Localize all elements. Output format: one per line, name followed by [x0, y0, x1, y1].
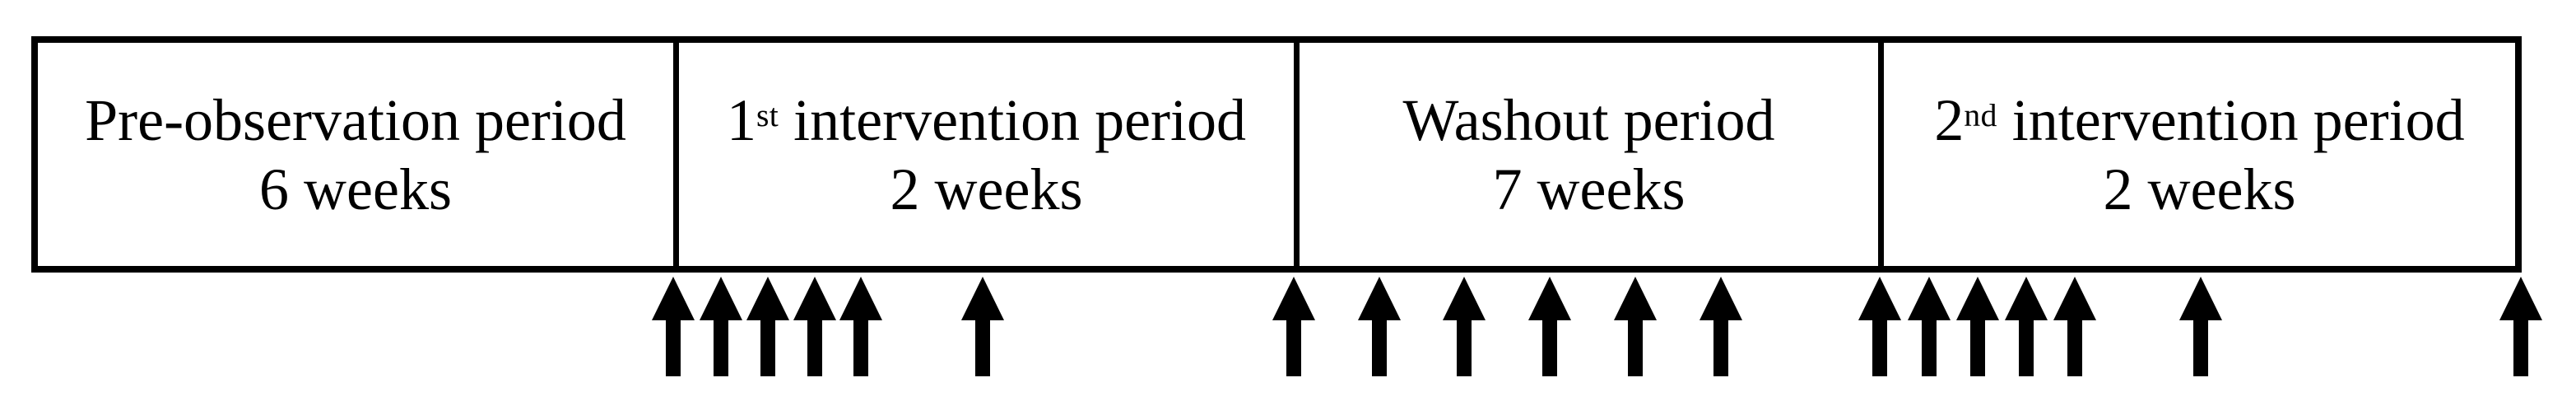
- period-cell-first-intervention: 1st intervention period 2 weeks: [673, 43, 1294, 266]
- up-arrow-head: [1528, 277, 1571, 320]
- timeline-box: Pre-observation period 6 weeks 1st inter…: [31, 36, 2522, 273]
- up-arrow-tail: [760, 320, 775, 376]
- up-arrow-icon: [2053, 277, 2096, 376]
- up-arrow-tail: [1457, 320, 1472, 376]
- up-arrow-tail: [807, 320, 822, 376]
- up-arrow-head: [839, 277, 882, 320]
- up-arrow-icon: [1614, 277, 1657, 376]
- up-arrow-icon: [961, 277, 1004, 376]
- up-arrow-icon: [746, 277, 789, 376]
- up-arrow-head: [961, 277, 1004, 320]
- up-arrow-icon: [839, 277, 882, 376]
- period-title-main: intervention period: [779, 86, 1247, 153]
- period-cell-second-intervention: 2nd intervention period 2 weeks: [1878, 43, 2515, 266]
- up-arrow-icon: [652, 277, 695, 376]
- up-arrow-icon: [1956, 277, 1999, 376]
- up-arrow-icon: [1908, 277, 1951, 376]
- up-arrow-tail: [853, 320, 868, 376]
- up-arrow-tail: [1922, 320, 1937, 376]
- up-arrow-head: [746, 277, 789, 320]
- up-arrow-tail: [975, 320, 990, 376]
- up-arrow-tail: [714, 320, 728, 376]
- up-arrow-tail: [1628, 320, 1643, 376]
- up-arrow-head: [1443, 277, 1486, 320]
- up-arrow-head: [2179, 277, 2222, 320]
- up-arrow-tail: [666, 320, 681, 376]
- up-arrow-icon: [1700, 277, 1742, 376]
- up-arrow-tail: [2513, 320, 2528, 376]
- ordinal-superscript: st: [756, 96, 779, 133]
- up-arrow-icon: [700, 277, 742, 376]
- up-arrow-tail: [2193, 320, 2208, 376]
- period-duration: 2 weeks: [890, 156, 1083, 222]
- period-title: Pre-observation period: [85, 86, 626, 155]
- ordinal-superscript: nd: [1964, 96, 1997, 133]
- period-title-main: Pre-observation period: [85, 86, 626, 153]
- up-arrow-tail: [2019, 320, 2034, 376]
- up-arrow-icon: [1272, 277, 1315, 376]
- period-title: 2nd intervention period: [1934, 86, 2464, 155]
- up-arrow-head: [1272, 277, 1315, 320]
- period-title: Washout period: [1402, 86, 1774, 155]
- up-arrow-head: [1614, 277, 1657, 320]
- period-duration: 2 weeks: [2103, 156, 2296, 222]
- up-arrow-icon: [793, 277, 836, 376]
- up-arrow-tail: [1286, 320, 1301, 376]
- up-arrow-head: [652, 277, 695, 320]
- period-cell-washout: Washout period 7 weeks: [1294, 43, 1878, 266]
- up-arrow-icon: [1443, 277, 1486, 376]
- period-title-prefix: 1: [726, 86, 756, 153]
- up-arrow-tail: [1970, 320, 1985, 376]
- up-arrow-tail: [1542, 320, 1557, 376]
- period-title-main: intervention period: [1997, 86, 2465, 153]
- up-arrow-head: [2053, 277, 2096, 320]
- period-title-main: Washout period: [1402, 86, 1775, 153]
- period-title-prefix: 2: [1934, 86, 1965, 153]
- up-arrow-head: [2005, 277, 2048, 320]
- up-arrow-head: [700, 277, 742, 320]
- up-arrow-tail: [1372, 320, 1387, 376]
- up-arrow-head: [2499, 277, 2542, 320]
- up-arrow-icon: [2499, 277, 2542, 376]
- period-duration: 7 weeks: [1492, 156, 1686, 222]
- up-arrow-head: [1908, 277, 1951, 320]
- up-arrow-head: [1700, 277, 1742, 320]
- up-arrow-head: [793, 277, 836, 320]
- up-arrow-icon: [2179, 277, 2222, 376]
- up-arrow-tail: [1872, 320, 1887, 376]
- up-arrow-head: [1358, 277, 1401, 320]
- period-duration: 6 weeks: [259, 156, 452, 222]
- up-arrow-icon: [1858, 277, 1901, 376]
- period-title: 1st intervention period: [727, 86, 1246, 155]
- up-arrow-head: [1956, 277, 1999, 320]
- up-arrow-icon: [1528, 277, 1571, 376]
- up-arrow-head: [1858, 277, 1901, 320]
- up-arrow-tail: [1713, 320, 1728, 376]
- period-cell-pre-observation: Pre-observation period 6 weeks: [38, 43, 673, 266]
- up-arrow-icon: [1358, 277, 1401, 376]
- up-arrow-tail: [2067, 320, 2082, 376]
- up-arrow-icon: [2005, 277, 2048, 376]
